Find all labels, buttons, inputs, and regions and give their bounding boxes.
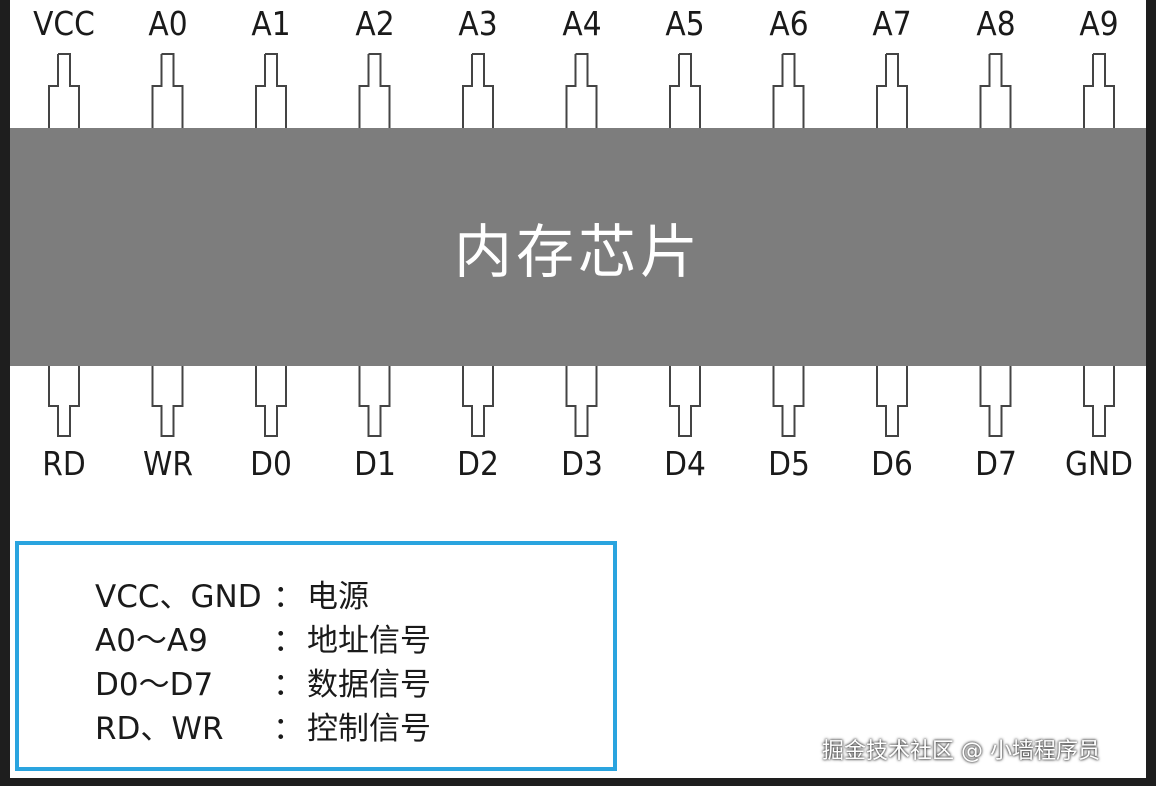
top-pin-label: A2 — [354, 4, 395, 43]
top-pin-label: A1 — [251, 4, 291, 43]
watermark: 掘金技术社区 @ 小墙程序员 — [822, 739, 1100, 764]
bottom-pin-wr — [151, 366, 184, 437]
bottom-pin-label: D0 — [250, 444, 292, 483]
top-pin-a2 — [358, 53, 391, 128]
top-pin-label: VCC — [33, 4, 95, 43]
bottom-pin-label: WR — [142, 444, 193, 483]
top-pin-vcc — [48, 53, 80, 128]
legend-description: 数据信号 — [307, 667, 431, 703]
legend-separator: ： — [273, 711, 304, 747]
bottom-pin-d2 — [462, 366, 494, 437]
legend-key: A0～A9 — [95, 623, 208, 659]
top-pin-label: A9 — [1079, 4, 1119, 43]
top-pin-label: A5 — [665, 4, 705, 43]
bottom-pin-d5 — [772, 366, 805, 437]
bottom-pin-d7 — [979, 366, 1012, 437]
bottom-pin-d3 — [565, 366, 598, 437]
memory-chip-body: 内存芯片 — [10, 128, 1146, 366]
bottom-pin-d6 — [876, 366, 908, 437]
top-pin-a5 — [669, 53, 701, 128]
legend-separator: ： — [273, 579, 304, 615]
legend-description: 控制信号 — [307, 711, 431, 747]
top-pin-label: A0 — [147, 4, 188, 43]
top-pin-label: A8 — [975, 4, 1016, 43]
bottom-pin-label: D2 — [457, 444, 499, 483]
top-pin-a4 — [565, 53, 598, 128]
top-pin-label: A3 — [458, 4, 498, 43]
top-pin-a3 — [462, 53, 494, 128]
legend-key: VCC、GND — [95, 579, 262, 615]
bottom-pin-label: RD — [42, 444, 86, 483]
top-pin-a0 — [151, 53, 184, 128]
bottom-pin-d4 — [669, 366, 701, 437]
top-pin-a9 — [1083, 53, 1115, 128]
bottom-pin-label: D7 — [974, 444, 1017, 483]
bottom-pin-label: D4 — [664, 444, 706, 483]
memory-chip-label: 内存芯片 — [453, 218, 702, 286]
top-pin-a8 — [979, 53, 1012, 128]
legend-separator: ： — [273, 667, 304, 703]
bottom-pin-label: D5 — [767, 444, 810, 483]
bottom-pin-label: D6 — [871, 444, 913, 483]
bottom-pin-label: D1 — [353, 444, 396, 483]
legend-key: RD、WR — [95, 711, 224, 747]
legend-separator: ： — [273, 623, 304, 659]
legend-description: 电源 — [307, 579, 369, 615]
bottom-pin-label: GND — [1064, 444, 1134, 483]
legend-box: VCC、GND ： 电源 A0～A9 ： 地址信号 D0～D7 ： 数据信号 R… — [15, 541, 617, 771]
legend-key: D0～D7 — [95, 667, 214, 703]
top-pin-label: A6 — [768, 4, 809, 43]
legend-description: 地址信号 — [307, 623, 431, 659]
top-pin-a1 — [255, 53, 287, 128]
top-pin-a7 — [876, 53, 908, 128]
bottom-pin-d1 — [358, 366, 391, 437]
top-pin-a6 — [772, 53, 805, 128]
top-pin-label: A4 — [561, 4, 602, 43]
bottom-pin-label: D3 — [560, 444, 603, 483]
top-pin-label: A7 — [872, 4, 912, 43]
bottom-pin-d0 — [255, 366, 287, 437]
bottom-pin-rd — [48, 366, 80, 437]
bottom-pin-gnd — [1083, 366, 1115, 437]
